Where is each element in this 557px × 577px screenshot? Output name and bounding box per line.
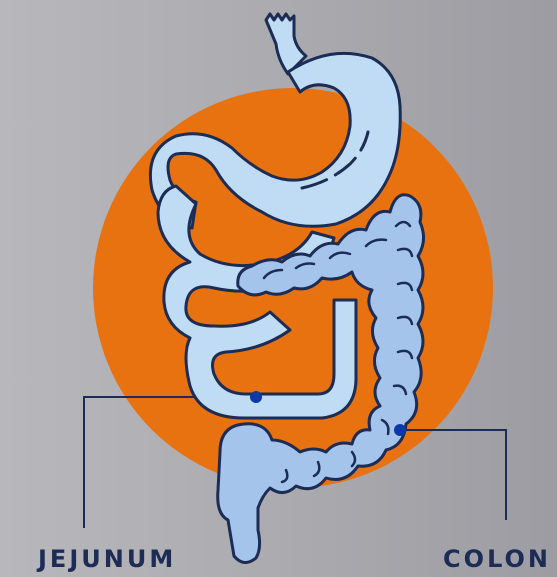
jejunum-label: JEJUNUM xyxy=(38,545,176,573)
colon-marker xyxy=(394,424,406,436)
colon-label: COLON xyxy=(443,545,551,573)
jejunum-marker xyxy=(250,391,262,403)
